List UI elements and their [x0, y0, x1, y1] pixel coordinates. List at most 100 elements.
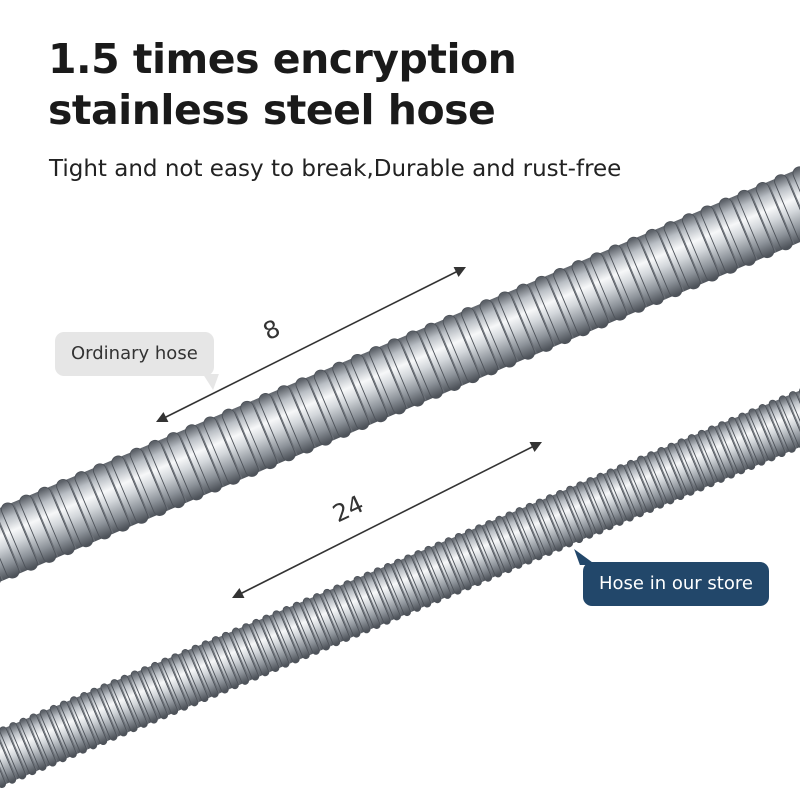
coil-groove — [755, 408, 777, 458]
coil-groove — [208, 641, 230, 690]
coil-groove — [279, 610, 301, 660]
coil-groove — [87, 692, 109, 741]
headline-line-1: 1.5 times encryption — [48, 35, 517, 83]
coil-ridge — [92, 463, 130, 532]
coil-groove — [593, 477, 615, 526]
coil-groove — [704, 430, 727, 479]
coil-ridge — [556, 490, 584, 544]
coil-ridge — [576, 481, 604, 535]
coil-ridge — [608, 244, 646, 313]
coil-ridge — [59, 700, 87, 754]
coil-ridge — [70, 696, 98, 750]
coil-groove — [122, 455, 151, 519]
coil-groove — [259, 619, 281, 668]
coil-ridge — [700, 205, 738, 274]
coil-groove — [542, 499, 565, 548]
coil-groove — [66, 701, 89, 750]
coil-groove — [196, 423, 225, 487]
coil-ridge — [667, 442, 695, 496]
coil-groove — [623, 464, 646, 514]
coil-groove — [97, 688, 119, 737]
coil-ridge — [37, 486, 75, 556]
coil-groove — [178, 653, 200, 703]
coil-ridge — [707, 425, 735, 479]
coil-ridge — [90, 687, 118, 741]
coil-groove — [104, 463, 133, 527]
coil-groove — [725, 421, 747, 471]
store-hose-label-bubble: Hose in our store — [583, 562, 769, 606]
coil-ridge — [0, 730, 17, 784]
coil-groove — [46, 709, 68, 759]
coil-groove — [56, 705, 79, 754]
coil-ridge — [534, 275, 572, 345]
coil-ridge — [0, 502, 38, 571]
coil-groove — [309, 598, 332, 647]
store-hose-label: Hose in our store — [599, 573, 753, 594]
coil-groove — [0, 735, 8, 784]
coil-groove — [30, 494, 59, 558]
coil-ridge — [738, 412, 766, 466]
coil-ridge — [479, 299, 517, 368]
coil-ridge — [755, 182, 793, 251]
coil-groove — [638, 236, 666, 300]
coil-groove — [198, 645, 220, 694]
coil-ridge — [282, 606, 310, 660]
coil-ridge — [100, 683, 128, 737]
coil-ridge — [778, 395, 800, 449]
coil-ridge — [19, 717, 47, 771]
coil-ridge — [497, 291, 535, 360]
coil-ridge — [788, 391, 800, 445]
coil-groove — [730, 197, 759, 261]
coil-groove — [77, 696, 99, 746]
coil-ridge — [232, 627, 260, 681]
coil-ridge — [718, 421, 746, 475]
coil-ridge — [302, 597, 330, 651]
coil-groove — [664, 447, 686, 496]
coil-ridge — [596, 472, 624, 526]
coil-groove — [601, 252, 630, 316]
coil-groove — [767, 181, 795, 245]
coil-groove — [675, 220, 703, 284]
coil-groove — [563, 490, 585, 539]
coil-groove — [147, 666, 170, 716]
coil-ridge — [111, 455, 149, 524]
coil-groove — [654, 451, 676, 501]
coil-groove — [775, 400, 797, 449]
coil-ridge — [39, 709, 67, 763]
coil-ridge — [606, 468, 634, 522]
coil-groove — [188, 649, 210, 698]
coil-groove — [714, 426, 737, 475]
coil-groove — [228, 632, 251, 681]
coil-ridge — [221, 631, 249, 685]
coil-groove — [656, 228, 685, 292]
coil-groove — [0, 731, 18, 780]
coil-groove — [552, 494, 575, 544]
coil-groove — [299, 602, 322, 651]
coil-ridge — [272, 610, 300, 664]
coil-ridge — [647, 451, 675, 505]
coil-groove — [159, 439, 188, 503]
coil-ridge — [0, 734, 6, 788]
coil-ridge — [292, 601, 320, 655]
coil-groove — [491, 298, 519, 362]
coil-ridge — [718, 197, 756, 266]
ordinary-hose-label: Ordinary hose — [71, 343, 198, 364]
coil-ridge — [657, 447, 685, 501]
coil-ridge — [728, 416, 756, 470]
coil-ridge — [758, 404, 786, 458]
coil-ridge — [151, 661, 179, 715]
coil-ridge — [211, 636, 239, 690]
coil-groove — [178, 431, 206, 495]
headline-line-2: stainless steel hose — [48, 86, 496, 134]
coil-groove — [694, 434, 716, 484]
coil-ridge — [56, 479, 94, 548]
coil-ridge — [616, 464, 644, 518]
coil-groove — [249, 623, 271, 673]
coil-ridge — [768, 399, 796, 453]
coil-groove — [765, 404, 787, 453]
coil-groove — [107, 684, 129, 733]
coil-ridge — [171, 653, 199, 707]
coil-groove — [127, 675, 149, 724]
